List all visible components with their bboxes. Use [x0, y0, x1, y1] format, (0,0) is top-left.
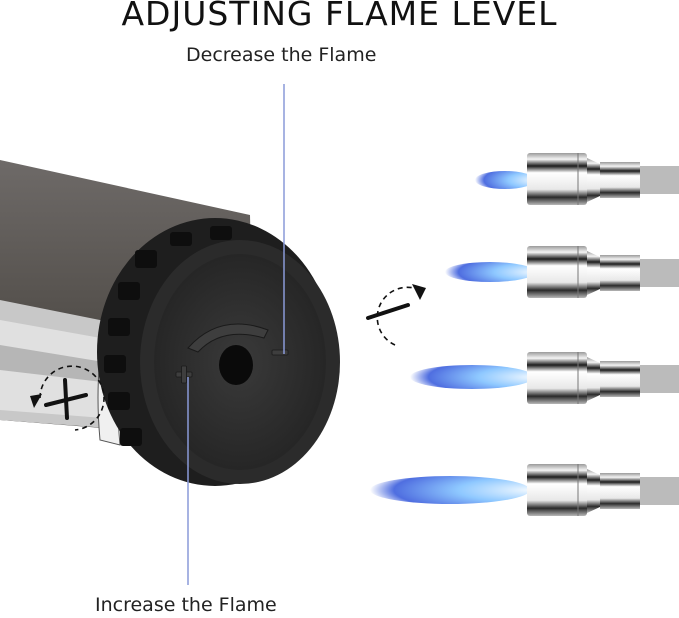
rotate-clockwise-minus-icon — [366, 284, 426, 346]
decrease-flame-label: Decrease the Flame — [186, 44, 377, 66]
adjustment-knob[interactable] — [97, 218, 340, 486]
flame-level-1 — [475, 153, 679, 205]
knob-minus-mark — [271, 349, 289, 356]
increase-flame-label: Increase the Flame — [95, 594, 277, 616]
page-title: ADJUSTING FLAME LEVEL — [121, 0, 558, 33]
flame-level-2 — [445, 246, 679, 298]
flame-level-3 — [410, 352, 679, 404]
rotate-counterclockwise-plus-icon — [30, 365, 105, 431]
knob-plus-mark — [175, 365, 193, 384]
flame-level-4 — [370, 464, 679, 516]
